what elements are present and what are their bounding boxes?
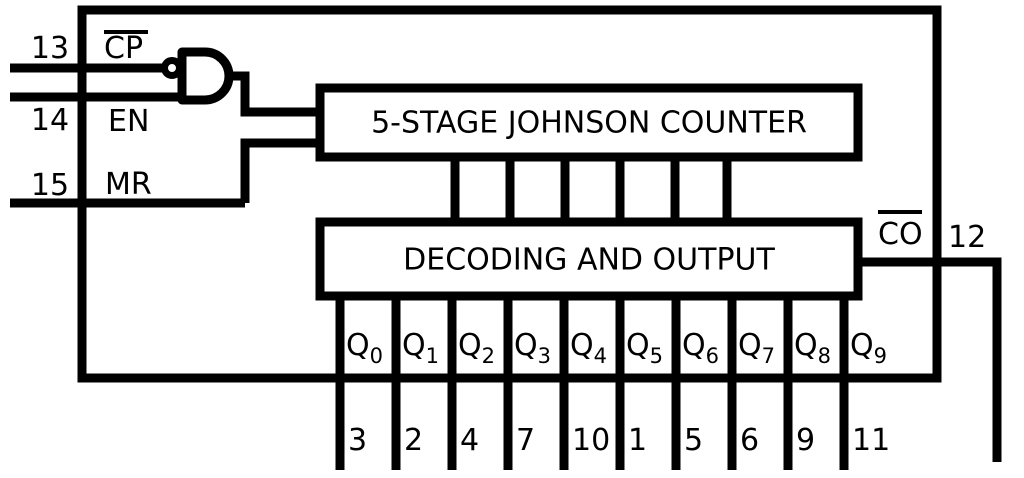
output-pin-number: 4 (460, 423, 479, 458)
q-output-label: Q7 (738, 328, 775, 368)
output-pin-number: 2 (404, 423, 423, 458)
q-output-label: Q1 (402, 328, 439, 368)
output-pin-number: 11 (852, 423, 890, 458)
input-signal-cp: CP (104, 31, 143, 66)
input-pin-number: 13 (31, 31, 69, 66)
q-output-label: Q2 (458, 328, 495, 368)
decoding-output-label: DECODING AND OUTPUT (403, 243, 775, 278)
q-output-label: Q6 (682, 328, 719, 368)
carry-out-wire (858, 257, 1002, 462)
input-pin-number: 15 (31, 168, 69, 203)
output-pin-number: 9 (796, 423, 815, 458)
output-pin-number: 3 (348, 423, 367, 458)
input-signal-en: EN (108, 104, 149, 139)
and-gate-body (177, 47, 234, 105)
output-pin-number: 5 (684, 423, 703, 458)
q-output-label: Q0 (346, 328, 383, 368)
q-output-label: Q4 (570, 328, 607, 368)
output-pin-number: 10 (572, 423, 610, 458)
johnson-counter-label: 5-STAGE JOHNSON COUNTER (371, 106, 807, 141)
input-pin-number: 14 (31, 103, 69, 138)
q-output-label: Q9 (850, 328, 887, 368)
carry-out-pin-number: 12 (948, 220, 986, 255)
output-pin-number: 7 (516, 423, 535, 458)
gate-output-wire (229, 71, 320, 117)
input-signal-mr: MR (105, 167, 152, 202)
q-output-label: Q8 (794, 328, 831, 368)
output-pin-number: 1 (628, 423, 647, 458)
q-output-label: Q5 (626, 328, 663, 368)
q-output-label: Q3 (514, 328, 551, 368)
inverting-bubble-icon (161, 57, 183, 79)
carry-out-label: CO (878, 217, 923, 252)
output-pin-number: 6 (740, 423, 759, 458)
johnson-counter-block (315, 83, 863, 162)
mr-routing-wire (240, 138, 320, 203)
